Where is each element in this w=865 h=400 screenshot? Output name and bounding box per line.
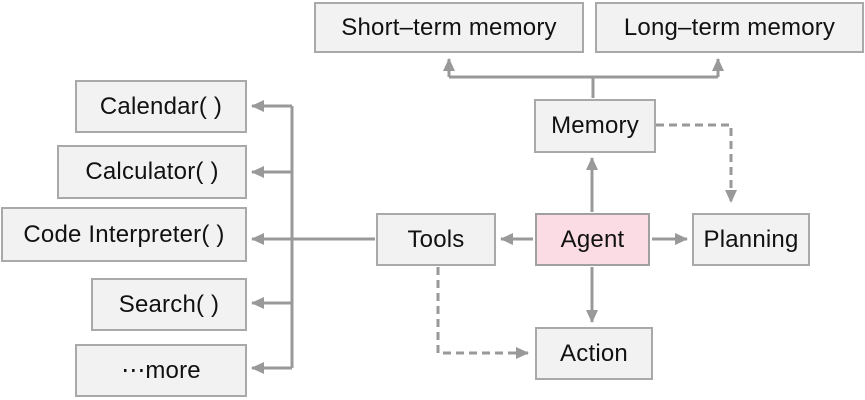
node-calculator-label: Calculator( )	[85, 158, 219, 185]
node-memory-label: Memory	[551, 112, 639, 139]
node-long-term-memory: Long–term memory	[595, 2, 864, 53]
node-short-term-memory: Short–term memory	[314, 2, 584, 53]
node-calendar-label: Calendar( )	[99, 92, 223, 120]
node-agent-label: Agent	[560, 225, 625, 253]
edge-memory-planning-dashed	[656, 123, 737, 203]
node-action: Action	[535, 327, 653, 380]
node-search-label: Search( )	[118, 290, 220, 318]
node-action-label: Action	[560, 339, 628, 367]
node-memory: Memory	[534, 99, 656, 153]
node-calendar: Calendar( )	[75, 80, 247, 133]
node-agent: Agent	[535, 213, 650, 266]
node-calculator: Calculator( )	[57, 145, 247, 199]
node-tools-label: Tools	[407, 225, 465, 253]
node-search: Search( )	[91, 278, 247, 331]
edge-tools-action-dashed	[436, 267, 529, 359]
edge-memory-branch	[449, 75, 718, 98]
node-tools: Tools	[376, 213, 496, 266]
node-more: ⋯more	[75, 344, 247, 397]
node-short-term-memory-label: Short–term memory	[341, 13, 557, 41]
node-code-interpreter: Code Interpreter( )	[1, 207, 247, 262]
node-planning-label: Planning	[703, 225, 799, 253]
node-more-label: ⋯more	[121, 357, 201, 384]
node-code-interpreter-label: Code Interpreter( )	[23, 220, 225, 248]
node-long-term-memory-label: Long–term memory	[623, 13, 836, 41]
node-planning: Planning	[692, 213, 810, 266]
